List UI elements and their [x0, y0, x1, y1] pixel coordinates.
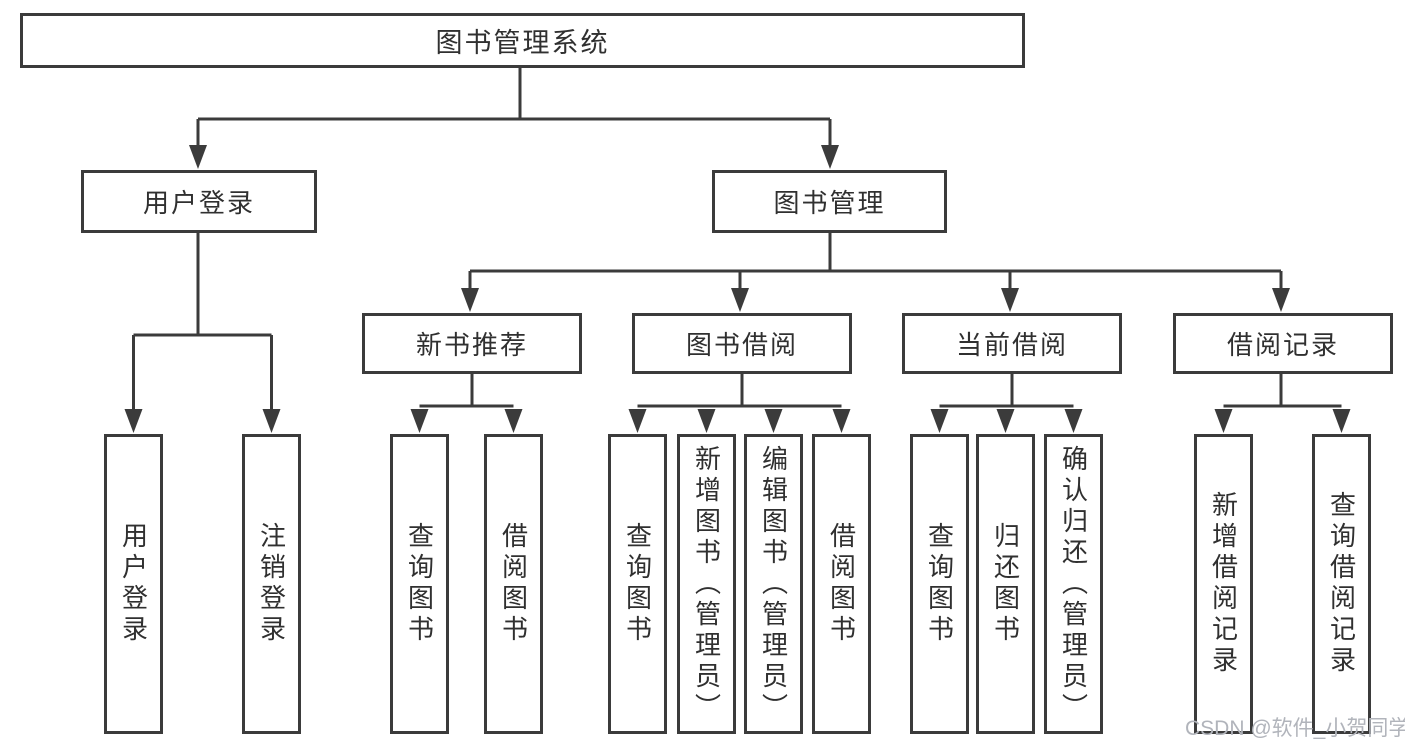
csdn-watermark: CSDN @软件_小贺同学 — [1185, 717, 1405, 740]
node-current-borrowing: 当前借阅 — [902, 313, 1122, 374]
connector-book-borrow-branch — [637, 374, 842, 408]
leaf-recommend-borrow-books: 借阅图书 — [484, 434, 543, 734]
leaf-recommend-query-books: 查询图书 — [390, 434, 449, 734]
leaf-current-confirm-return-admin: 确认归还（管理员） — [1044, 434, 1103, 734]
connector-current-borrow-branch — [939, 374, 1074, 408]
connector-records-branch — [1223, 374, 1342, 408]
node-book-management: 图书管理 — [712, 170, 947, 233]
connector-user-login-branch — [132, 233, 273, 411]
leaf-user-login: 用户登录 — [104, 434, 163, 734]
leaf-borrowing-add-books-admin: 新增图书（管理员） — [677, 434, 736, 734]
node-user-login: 用户登录 — [81, 170, 317, 233]
node-library-management-system: 图书管理系统 — [20, 13, 1025, 68]
node-borrowing-records: 借阅记录 — [1173, 313, 1393, 374]
leaf-logout: 注销登录 — [242, 434, 301, 734]
leaf-current-return-books: 归还图书 — [976, 434, 1035, 734]
node-book-borrowing: 图书借阅 — [632, 313, 852, 374]
connector-new-book-branch — [419, 374, 514, 408]
arrowheads — [124, 145, 1351, 433]
leaf-current-query-books: 查询图书 — [910, 434, 969, 734]
leaf-borrowing-borrow-books: 借阅图书 — [812, 434, 871, 734]
leaf-borrowing-edit-books-admin: 编辑图书（管理员） — [744, 434, 803, 734]
leaf-records-query-record: 查询借阅记录 — [1312, 434, 1371, 734]
leaf-borrowing-query-books: 查询图书 — [608, 434, 667, 734]
leaf-records-add-record: 新增借阅记录 — [1194, 434, 1253, 734]
connector-root-branch — [196, 68, 832, 147]
connector-book-mgmt-branch — [468, 233, 1283, 290]
node-new-book-recommend: 新书推荐 — [362, 313, 582, 374]
